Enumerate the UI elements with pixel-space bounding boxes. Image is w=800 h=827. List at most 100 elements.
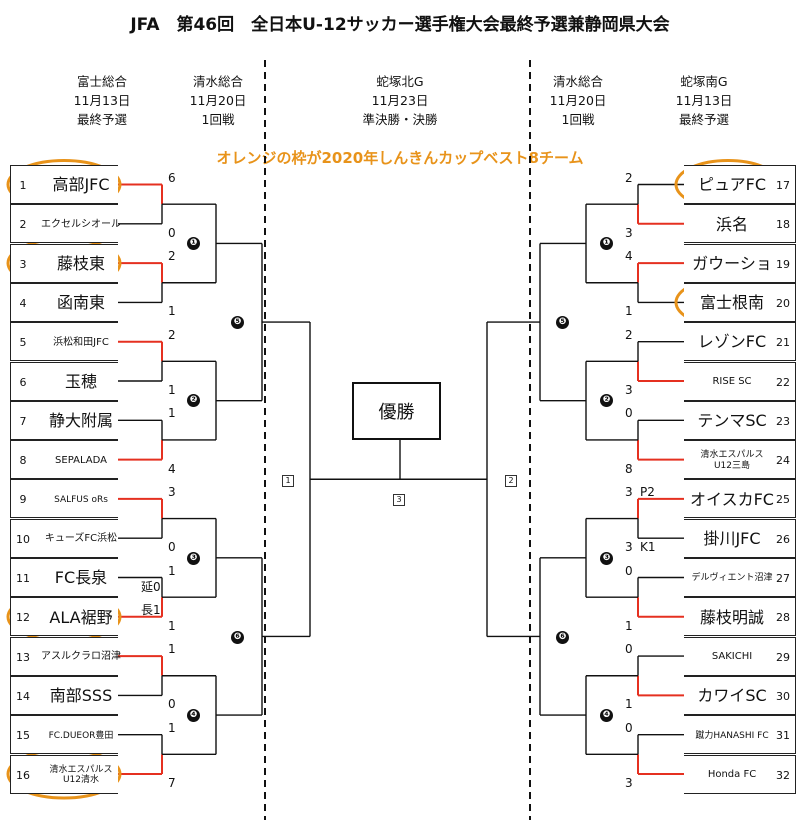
header-date: 11月20日: [549, 93, 607, 108]
team-number: 30: [776, 689, 790, 703]
team-number: 13: [16, 650, 30, 664]
team-name: 蹴力HANASHI FC: [695, 730, 769, 741]
header-round: 1回戦: [201, 112, 235, 127]
team-name: 静大附属: [48, 411, 113, 431]
team-number: 3: [19, 257, 27, 271]
score-left-16: 7: [168, 776, 176, 790]
team-name: SAKICHI: [711, 651, 753, 663]
match-number-4-right: ❹: [600, 709, 613, 722]
header-date: 11月20日: [189, 93, 247, 108]
match-number-5-left: ❺: [231, 316, 244, 329]
team-slot-26: 26 掛川JFC: [684, 518, 796, 558]
team-number: 4: [19, 296, 27, 310]
team-number: 26: [776, 532, 790, 546]
header-round: 準決勝・決勝: [362, 112, 438, 127]
team-slot-3: 3 藤枝東: [10, 243, 118, 283]
team-number: 16: [16, 768, 30, 782]
team-name: キューズFC浜松: [44, 533, 118, 545]
team-number: 7: [19, 414, 27, 428]
score-left-15: 1: [168, 720, 176, 735]
team-name: 藤枝東: [56, 253, 105, 273]
team-name: 高部JFC: [52, 175, 110, 195]
team-name: オイスカFC: [690, 489, 774, 509]
header-date: 11月13日: [675, 93, 733, 108]
score-left-3: 2: [168, 249, 176, 264]
team-number: 6: [19, 375, 27, 389]
header-venue: 蛇塚南G: [680, 74, 728, 89]
team-number: 21: [776, 336, 790, 350]
team-number: 5: [19, 336, 27, 350]
team-name: 掛川JFC: [703, 528, 761, 548]
team-number: 9: [19, 493, 27, 507]
header-right-outer: 蛇塚南G 11月13日 最終予選: [654, 72, 754, 129]
team-name: Honda FC: [707, 769, 757, 781]
score-right-17: 2: [625, 170, 633, 185]
team-slot-7: 7 静大附属: [10, 400, 118, 440]
team-name: テンマSC: [697, 411, 767, 431]
score-left-9: 3: [168, 484, 176, 499]
score-right-26: 3: [625, 540, 633, 555]
team-number: 19: [776, 257, 790, 271]
team-slot-16: 16 清水エスパルス U12清水: [10, 754, 118, 794]
team-name: レゾンFC: [697, 332, 767, 352]
header-venue: 富士総合: [76, 74, 127, 89]
team-name: 清水エスパルス U12清水: [49, 764, 113, 785]
score-left-13: 1: [168, 642, 176, 657]
extra-time-score: 延0: [141, 579, 161, 594]
extension-score: 長1: [141, 602, 161, 617]
team-name: アスルクラロ沼津: [41, 651, 121, 663]
header-center: 蛇塚北G 11月23日 準決勝・決勝: [350, 72, 450, 129]
team-name: 浜名: [715, 214, 748, 234]
header-left-outer: 富士総合 11月13日 最終予選: [52, 72, 152, 129]
match-number-5-right: ❺: [556, 316, 569, 329]
team-number: 27: [776, 572, 790, 585]
team-slot-32: 32 Honda FC: [684, 754, 796, 794]
champion-box: 優勝: [352, 382, 441, 440]
team-name: SEPALADA: [55, 454, 107, 466]
team-name: デルヴィエント沼津: [691, 573, 773, 584]
team-name: 藤枝明誠: [699, 607, 764, 627]
team-slot-21: 21 レゾンFC: [684, 322, 796, 362]
score-right-20: 1: [625, 304, 633, 319]
team-name: SALFUS oRs: [54, 494, 108, 505]
score-right-25: 3: [625, 484, 633, 499]
team-slot-9: 9 SALFUS oRs: [10, 479, 118, 519]
team-name: ピュアFC: [697, 175, 767, 195]
score-right-28: 1: [625, 618, 633, 633]
semifinal-box-2: 2: [505, 475, 517, 487]
score-left-2: 0: [168, 225, 176, 240]
team-number: 22: [776, 375, 790, 389]
score-left-7: 1: [168, 406, 176, 421]
score-right-30: 1: [625, 697, 633, 712]
team-name: ALA裾野: [49, 607, 113, 627]
score-right-32: 3: [625, 776, 633, 790]
team-number: 32: [776, 768, 790, 782]
match-number-4-left: ❹: [187, 709, 200, 722]
page-title: JFA 第46回 全日本U-12サッカー選手権大会最終予選兼静岡県大会: [130, 15, 670, 35]
penalty-kick-score: K1: [640, 540, 656, 555]
header-venue: 清水総合: [192, 74, 243, 89]
match-number-6-right: ❻: [556, 631, 569, 644]
header-round: 最終予選: [76, 112, 127, 127]
match-number-1-right: ❶: [600, 237, 613, 250]
team-name: 南部SSS: [49, 686, 113, 706]
score-right-23: 0: [625, 406, 633, 421]
match-number-6-left: ❻: [231, 631, 244, 644]
semifinal-box-1: 1: [282, 475, 294, 487]
match-number-2-right: ❷: [600, 394, 613, 407]
header-date: 11月13日: [73, 93, 131, 108]
